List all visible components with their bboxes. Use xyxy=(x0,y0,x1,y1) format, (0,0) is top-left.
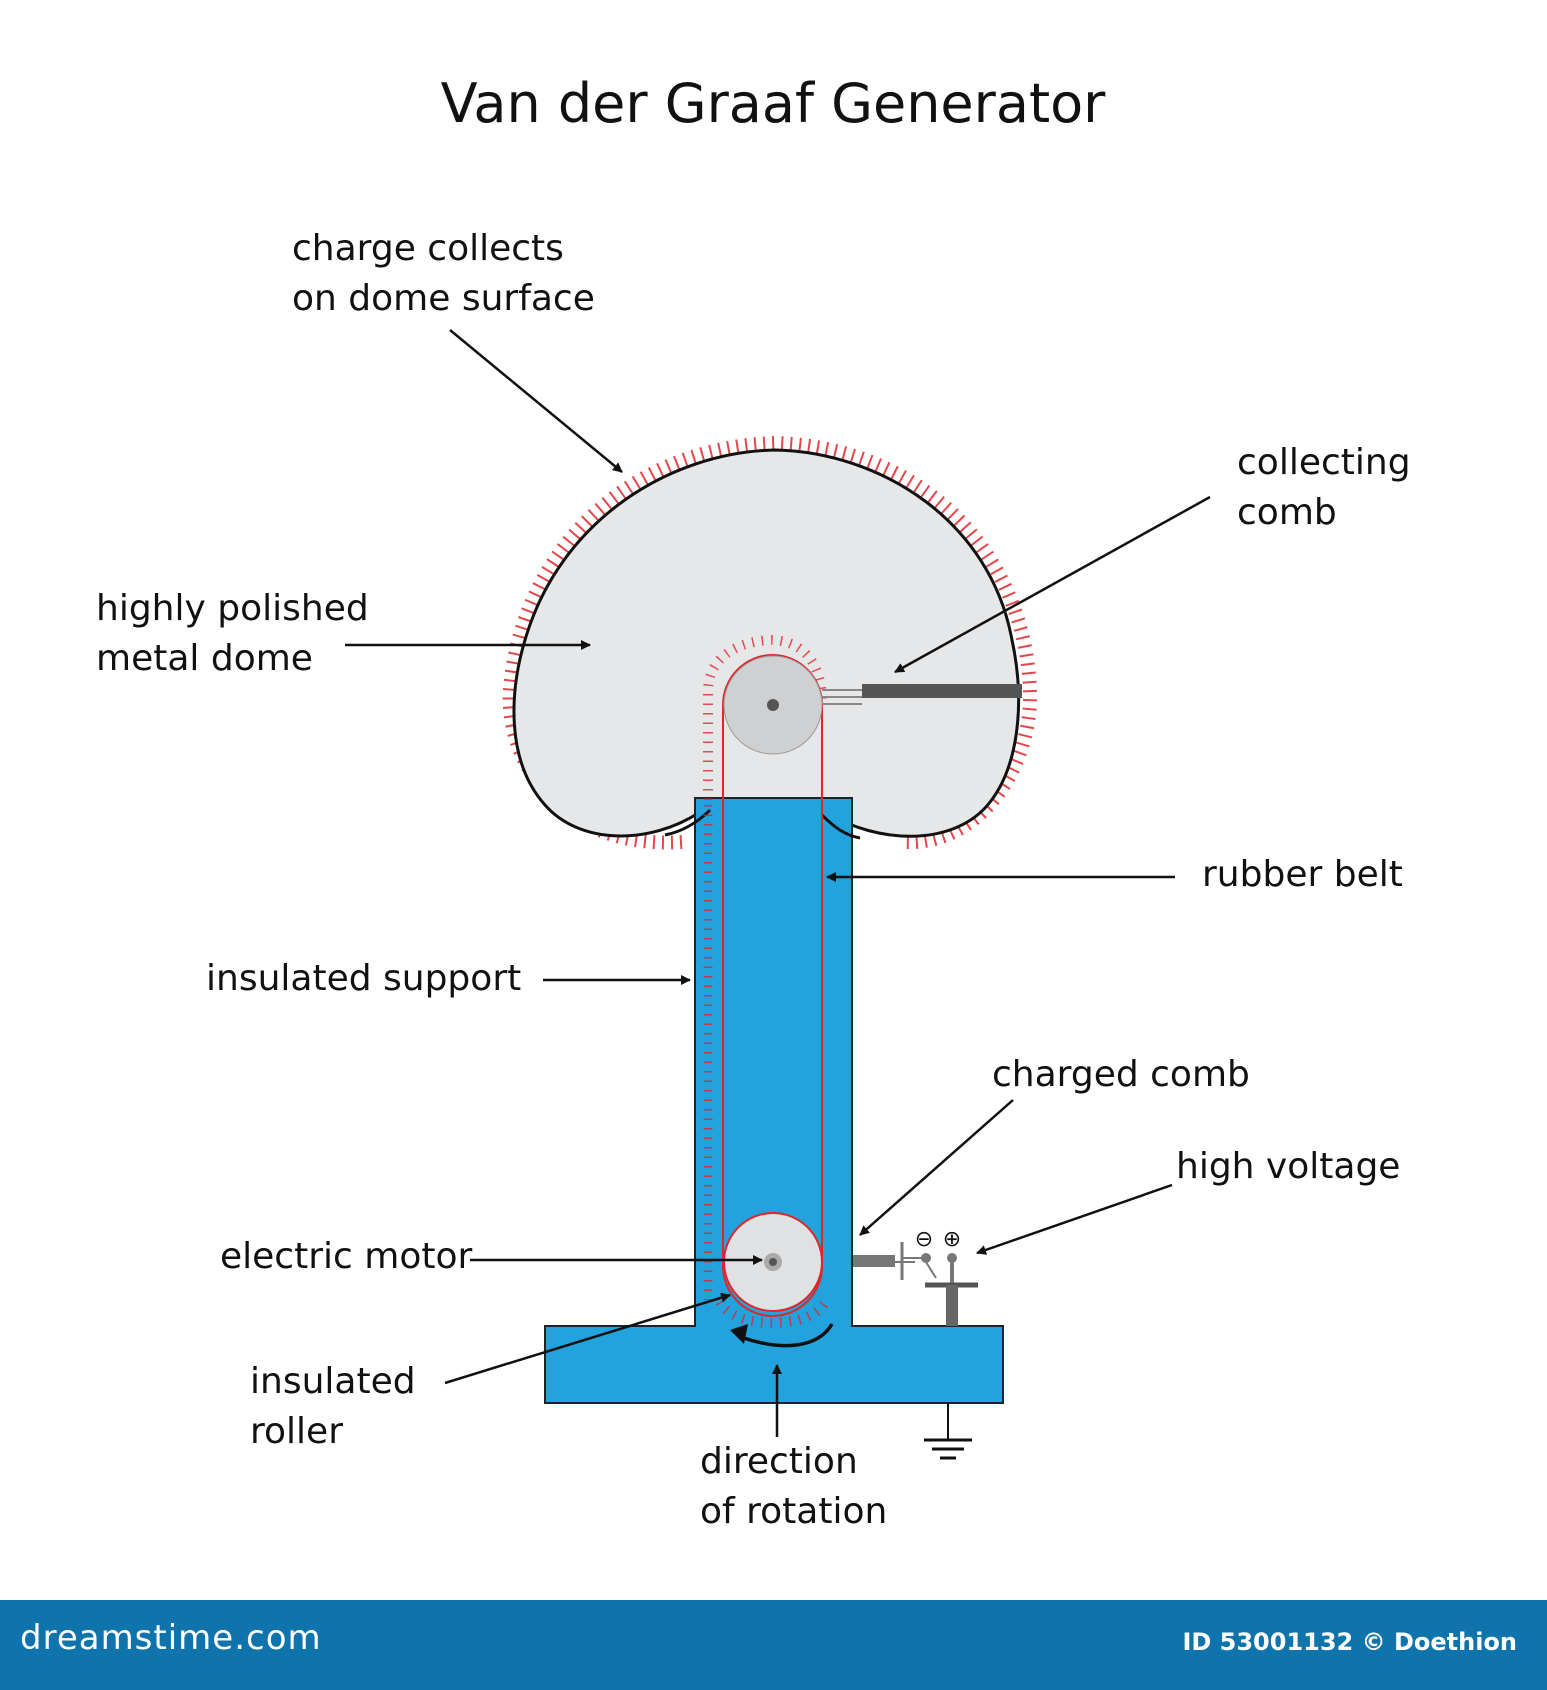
arrow-charged-comb xyxy=(859,1099,1014,1236)
label-collecting-comb-line1: collecting xyxy=(1237,442,1411,483)
label-rubber-belt: rubber belt xyxy=(1202,854,1403,895)
footer-credit: ID 53001132 © Doethion xyxy=(1182,1628,1517,1656)
label-polished-dome-line2: metal dome xyxy=(96,638,313,679)
footer-brand[interactable]: dreamstime.com xyxy=(20,1618,322,1658)
arrow-charge-collects xyxy=(449,329,623,473)
insulated-base xyxy=(544,1325,1004,1404)
label-charged-comb: charged comb xyxy=(992,1054,1250,1095)
label-direction-line2: of rotation xyxy=(700,1491,887,1532)
label-polished-dome-line1: highly polished xyxy=(96,588,369,629)
label-insulated-support: insulated support xyxy=(206,958,521,999)
metal-dome xyxy=(512,448,1020,838)
diagram-title: Van der Graaf Generator xyxy=(441,72,1107,135)
top-roller-charge xyxy=(703,634,827,800)
positive-symbol: ⊕ xyxy=(943,1227,961,1252)
label-high-voltage: high voltage xyxy=(1176,1146,1400,1187)
label-collecting-comb-line2: comb xyxy=(1237,492,1337,533)
dome-lip-right xyxy=(820,813,861,840)
label-insulated-roller-line2: roller xyxy=(250,1411,343,1452)
charged-comb-bar xyxy=(853,1255,895,1267)
terminal-negative xyxy=(921,1253,931,1263)
arrow-high-voltage xyxy=(976,1183,1173,1255)
rotation-arrow xyxy=(737,1323,834,1348)
rubber-belt xyxy=(722,654,823,1317)
label-electric-motor: electric motor xyxy=(220,1236,472,1277)
arrow-collecting-comb xyxy=(894,495,1211,674)
dome-lip-left xyxy=(664,808,712,837)
label-insulated-roller-line1: insulated xyxy=(250,1361,416,1402)
collecting-comb-bar xyxy=(862,684,1022,698)
label-direction-line1: direction xyxy=(700,1441,858,1482)
negative-symbol: ⊖ xyxy=(915,1227,933,1252)
footer-bar: dreamstime.com ID 53001132 © Doethion xyxy=(0,1600,1547,1690)
top-roller-axle xyxy=(767,699,779,711)
arrow-insulated-roller xyxy=(444,1292,731,1385)
terminal-positive xyxy=(947,1253,957,1263)
van-der-graaf-diagram: Van der Graaf Generator ⊖ ⊕ xyxy=(96,72,1411,1532)
label-charge-collects-line1: charge collects xyxy=(292,228,564,269)
label-charge-collects-line2: on dome surface xyxy=(292,278,595,319)
